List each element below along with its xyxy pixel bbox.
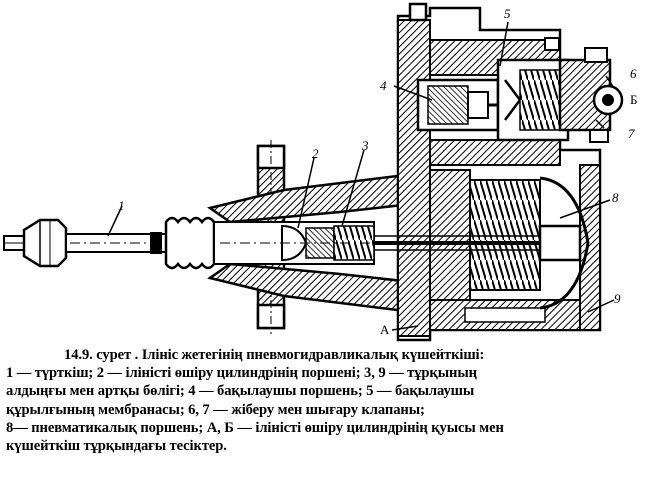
callout-B: Б [630,92,637,107]
pneumohydraulic-booster-drawing: 1 2 3 4 5 6 7 8 9 А Б [3,2,637,342]
caption-line: алдыңғы мен артқы бөлігі; 4 — бақылаушы … [6,383,475,400]
pushrod [3,218,167,268]
callout-1: 1 [118,198,125,213]
callout-8: 8 [612,190,619,205]
callout-3: 3 [361,138,369,153]
callout-5: 5 [504,6,511,21]
control-piston [416,78,520,132]
caption-line: 8— пневматикалық поршень; А, Б — ілініст… [6,419,504,436]
rubber-boot [164,216,216,270]
callout-2: 2 [312,146,319,161]
callout-A: А [380,322,390,337]
control-valve-assembly [496,37,624,143]
callout-4: 4 [380,78,387,93]
leader-lines [107,21,615,331]
caption-title: 14.9. сурет . Ілініс жетегінің пневмогид… [64,347,485,363]
callout-labels: 1 2 3 4 5 6 7 8 9 А Б [118,6,637,337]
pneumatic-piston [374,169,590,310]
callout-9: 9 [614,291,621,306]
caption-line: құрылғының мембранасы; 6, 7 — жіберу мен… [6,401,425,418]
figure-caption: 14.9. сурет . Ілініс жетегінің пневмогид… [6,346,646,455]
caption-line: 1 — түрткіш; 2 — іліністі өшіру цилиндрі… [6,365,477,382]
callout-7: 7 [628,126,635,141]
caption-line: күшейткіш тұрқындағы тесіктер. [6,438,227,455]
callout-6: 6 [630,66,637,81]
